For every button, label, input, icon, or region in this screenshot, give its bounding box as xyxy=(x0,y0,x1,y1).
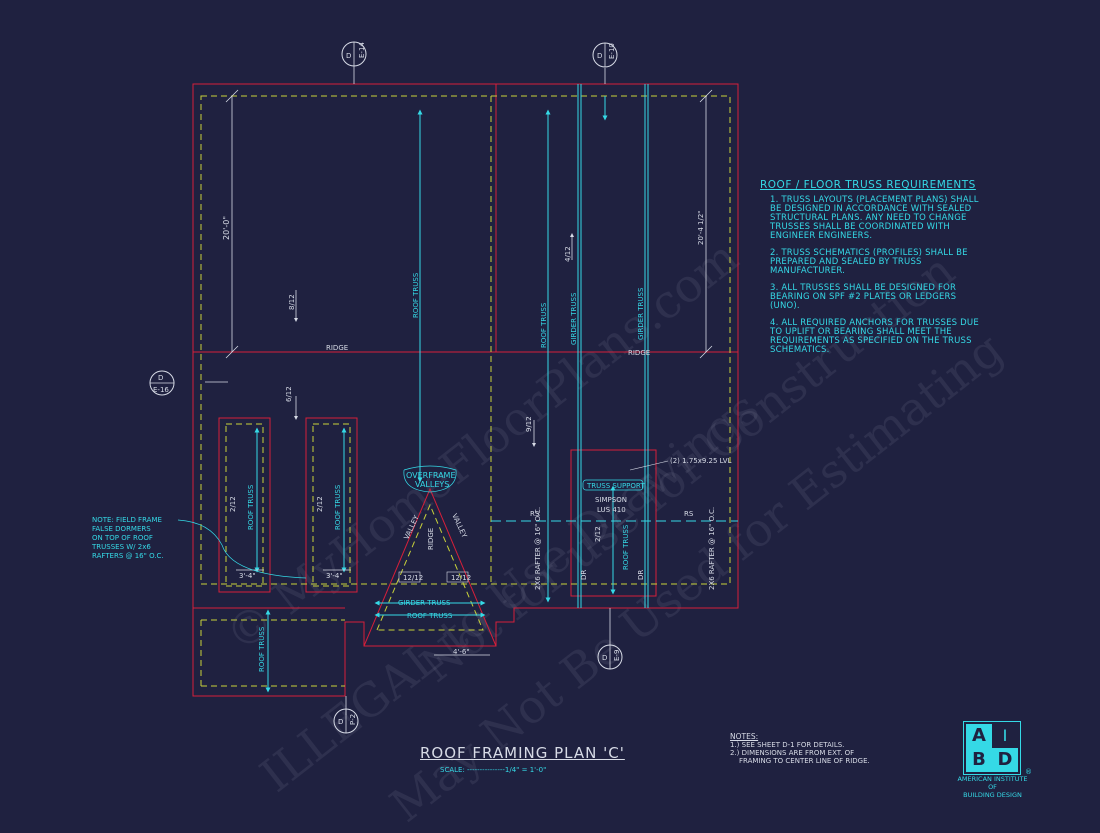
svg-text:P-2: P-2 xyxy=(349,714,357,725)
simpson-label: SIMPSON xyxy=(595,496,627,504)
valleys-label: VALLEYS xyxy=(415,480,449,489)
plan-scale: SCALE: ---------------1/4" = 1'-0" xyxy=(440,766,547,774)
dimension-3-4-b: 3'-4" xyxy=(326,572,343,580)
roof-truss-lower: ROOF TRUSS xyxy=(258,626,266,672)
girder-truss-horizontal: GIRDER TRUSS xyxy=(398,599,451,607)
svg-text:ON TOP OF ROOF: ON TOP OF ROOF xyxy=(92,534,153,542)
general-note-3: FRAMING TO CENTER LINE OF RIDGE. xyxy=(739,757,870,765)
pitch-6-12: 6/12 xyxy=(285,386,293,402)
section-tag-e16[interactable]: D E-16 xyxy=(149,370,175,396)
pitch-2-12-box: 2/12 xyxy=(594,526,602,542)
aibd-logo: A I B D xyxy=(963,721,1021,775)
section-tag-p2[interactable]: D P-2 xyxy=(333,708,359,734)
svg-text:RAFTERS @ 16" O.C.: RAFTERS @ 16" O.C. xyxy=(92,552,164,560)
section-tag-e14[interactable]: D E-14 xyxy=(341,41,367,67)
logo-registered-mark: ® xyxy=(1025,768,1032,776)
general-note-2: 2.) DIMENSIONS ARE FROM EXT. OF xyxy=(730,749,855,757)
girder-truss-2: GIRDER TRUSS xyxy=(637,287,645,340)
pitch-8-12: 8/12 xyxy=(288,294,296,310)
svg-text:E-14: E-14 xyxy=(358,42,366,58)
pitch-12-12-right: 12/12 xyxy=(451,574,471,582)
dimension-3-4-a: 3'-4" xyxy=(239,572,256,580)
svg-text:TRUSSES W/ 2x6: TRUSSES W/ 2x6 xyxy=(91,543,151,551)
svg-text:FALSE DORMERS: FALSE DORMERS xyxy=(92,525,151,533)
ridge-label-right: RIDGE xyxy=(628,349,650,357)
logo-name: AMERICAN INSTITUTE OF BUILDING DESIGN xyxy=(957,775,1028,799)
dormer-note: NOTE: FIELD FRAME FALSE DORMERS ON TOP O… xyxy=(91,516,307,579)
valley-left: VALLEY xyxy=(403,514,421,541)
framing-dashed-lines xyxy=(200,95,731,687)
svg-text:E-9: E-9 xyxy=(613,650,621,661)
roof-truss-box: ROOF TRUSS xyxy=(622,524,630,570)
pitch-9-12: 9/12 xyxy=(525,416,533,432)
pitch-12-12-left: 12/12 xyxy=(403,574,423,582)
truss-requirement-3: 3. ALL TRUSSES SHALL BE DESIGNED FOR BEA… xyxy=(770,283,957,311)
svg-text:D: D xyxy=(597,52,602,60)
pitch-4-12: 4/12 xyxy=(564,246,572,262)
logo-letter-a: A xyxy=(966,724,992,748)
dimension-4-6: 4'-6" xyxy=(453,648,470,656)
roof-truss-right: ROOF TRUSS xyxy=(540,302,548,348)
logo-letter-b: B xyxy=(966,748,992,772)
exterior-walls xyxy=(192,83,739,697)
girder-lines xyxy=(491,84,738,608)
truss-arrows xyxy=(254,96,616,693)
truss-requirement-2: 2. TRUSS SCHEMATICS (PROFILES) SHALL BE … xyxy=(770,248,968,276)
dimension-lines xyxy=(205,66,713,715)
truss-requirement-4: 4. ALL REQUIRED ANCHORS FOR TRUSSES DUE … xyxy=(770,318,979,355)
ridge-vertical: RIDGE xyxy=(427,528,435,550)
svg-text:D: D xyxy=(338,718,343,726)
svg-text:NOTE: FIELD FRAME: NOTE: FIELD FRAME xyxy=(92,516,162,524)
dr-label-2: DR xyxy=(637,570,645,580)
rafter-label-right: 2X6 RAFTER @ 16" O.C. xyxy=(708,507,716,590)
truss-requirements-title: ROOF / FLOOR TRUSS REQUIREMENTS xyxy=(760,179,976,191)
roof-truss-dormer1: ROOF TRUSS xyxy=(247,484,255,530)
section-tag-e9[interactable]: D E-9 xyxy=(597,644,623,670)
roof-truss-horizontal: ROOF TRUSS xyxy=(407,612,453,620)
truss-requirements: 1. TRUSS LAYOUTS (PLACEMENT PLANS) SHALL… xyxy=(770,196,985,363)
truss-support-label: TRUSS SUPPORT xyxy=(586,482,645,490)
logo-letter-d: D xyxy=(992,748,1018,772)
svg-text:E-16: E-16 xyxy=(153,386,169,394)
general-notes: NOTES: 1.) SEE SHEET D-1 FOR DETAILS. 2.… xyxy=(730,732,890,766)
svg-text:D: D xyxy=(602,654,607,662)
rafter-label-left: 2X6 RAFTER @ 16" O.C. xyxy=(534,507,542,590)
pitch-2-12-dormer1: 2/12 xyxy=(229,496,237,512)
plan-title: ROOF FRAMING PLAN 'C' xyxy=(420,744,625,762)
overframe-label: OVERFRAME xyxy=(406,471,456,480)
dimension-20-4: 20'-4 1/2" xyxy=(697,210,705,245)
general-notes-title: NOTES: xyxy=(730,732,759,741)
truss-requirement-1: 1. TRUSS LAYOUTS (PLACEMENT PLANS) SHALL… xyxy=(770,195,979,241)
logo-letter-i: I xyxy=(1002,726,1008,745)
lvl-label: (2) 1.75x9.25 LVL xyxy=(670,457,732,465)
svg-text:D: D xyxy=(158,374,163,382)
rs-label-1: RS xyxy=(530,510,540,518)
pitch-2-12-dormer2: 2/12 xyxy=(316,496,324,512)
valley-right: VALLEY xyxy=(450,512,468,539)
girder-truss-1: GIRDER TRUSS xyxy=(570,292,578,345)
dr-label-1: DR xyxy=(580,570,588,580)
roof-truss-dormer2: ROOF TRUSS xyxy=(334,484,342,530)
section-tag-e10[interactable]: D E-10 xyxy=(592,42,618,68)
ridge-label-left: RIDGE xyxy=(326,344,348,352)
roof-truss-center: ROOF TRUSS xyxy=(412,272,420,318)
svg-text:D: D xyxy=(346,52,351,60)
general-note-1: 1.) SEE SHEET D-1 FOR DETAILS. xyxy=(730,741,845,749)
svg-text:E-10: E-10 xyxy=(608,43,616,59)
dimension-20-0: 20'-0" xyxy=(222,216,231,240)
lus-label: LUS 410 xyxy=(597,506,626,514)
rs-label-2: RS xyxy=(684,510,694,518)
